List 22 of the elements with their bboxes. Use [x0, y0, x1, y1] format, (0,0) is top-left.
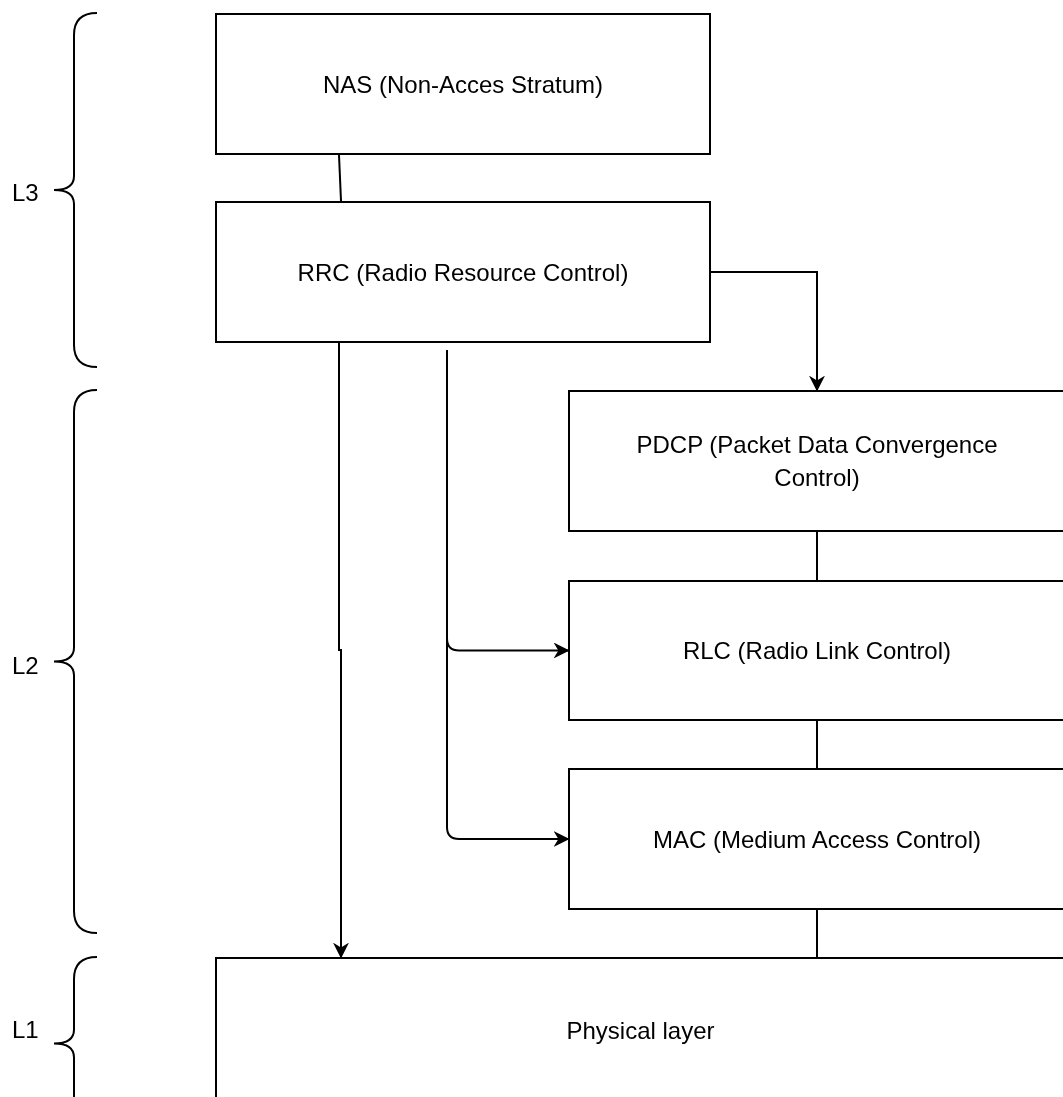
connector-line	[816, 531, 818, 581]
layer-level-label: L1	[12, 1016, 39, 1044]
layer-box	[568, 580, 1063, 721]
layer-box	[568, 768, 1063, 910]
arrow	[446, 349, 570, 847]
layer-box	[568, 390, 1063, 532]
layer-label: Physical layer	[566, 1016, 715, 1046]
layer-label: NAS (Non-Acces Stratum)	[322, 69, 604, 100]
connector-line	[816, 720, 818, 769]
layer-label: RRC (Radio Resource Control)	[297, 257, 629, 288]
layer-label: PDCP (Packet Data Convergence Control)	[635, 430, 999, 493]
layer-label: RLC (Radio Link Control)	[682, 636, 952, 666]
layer-box	[215, 13, 711, 155]
arrow	[333, 342, 349, 959]
connector-line	[816, 909, 818, 958]
layer-level-label: L3	[12, 179, 39, 207]
layer-label: MAC (Medium Access Control)	[652, 824, 982, 855]
layer-box	[215, 957, 1063, 1097]
connector-line	[338, 154, 342, 202]
layer-level-label: L2	[12, 652, 39, 680]
arrow	[710, 271, 825, 392]
layer-box	[215, 201, 711, 343]
